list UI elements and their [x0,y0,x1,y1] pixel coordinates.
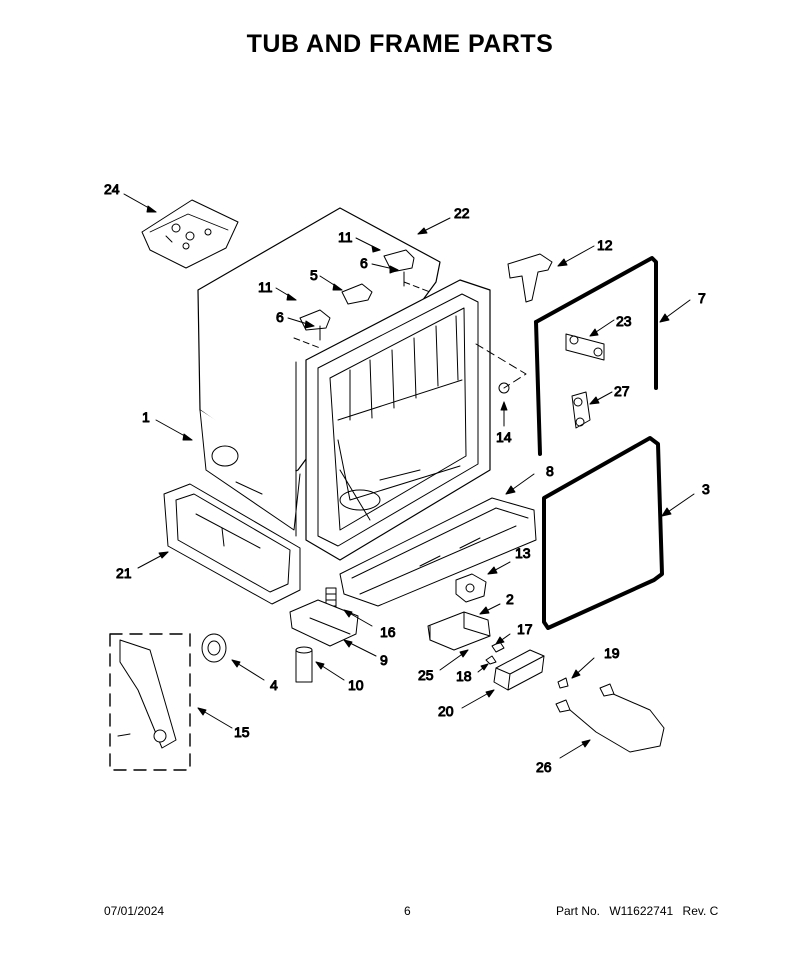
part-number-label: Part No. [556,904,601,918]
callout-9: 9 [380,652,388,668]
callout-19: 19 [604,645,620,661]
part-2-pump-housing [427,611,491,651]
footer-page-number: 6 [404,904,411,918]
part-26-wire-harness [555,683,665,753]
callout-5: 5 [310,267,318,283]
part-24-hardware-bag [141,199,239,269]
callout-3: 3 [702,481,710,497]
part-8-base-assembly [339,497,537,607]
callout-25: 25 [418,667,434,683]
part-20-control-module [493,649,545,691]
callout-12: 12 [597,237,613,253]
dashed-leader-line [293,281,431,349]
callout-27: 27 [614,383,630,399]
part-3-door-seal [542,436,664,630]
callout-23: 23 [616,313,632,329]
part-4-wheel [201,633,227,663]
part-13-valve [455,573,487,603]
callout-6: 6 [360,255,368,271]
callout-11: 11 [258,279,273,295]
part-number-value: W11622741 [609,904,674,918]
part-1-tub-assembly [197,207,491,561]
callout-11: 11 [338,229,353,245]
footer-date: 07/01/2024 [104,904,165,918]
callout-7: 7 [698,290,706,306]
part-19-screw [557,677,569,689]
parts-17-18-screws [485,641,505,665]
callout-26: 26 [536,759,552,775]
footer-part-number: Part No. W11622741 Rev. C [556,904,718,918]
part-27-roller-assembly [571,391,591,429]
callout-6: 6 [276,309,284,325]
callout-21: 21 [116,565,132,581]
part-10-tube [295,646,313,683]
revision-label: Rev. C [682,904,719,918]
part-21-base-frame [163,483,301,605]
callout-10: 10 [348,677,364,693]
callout-16: 16 [380,624,396,640]
callout-15: 15 [234,724,250,740]
callout-24: 24 [104,181,120,197]
part-23-hinge-assembly [565,333,605,361]
callout-14: 14 [496,429,512,445]
leader-arrows [123,193,695,759]
callout-2: 2 [506,591,514,607]
part-12-door-bracket [507,253,553,303]
callout-1: 1 [142,409,150,425]
callout-18: 18 [456,668,472,684]
page-title: TUB AND FRAME PARTS [246,30,554,58]
callout-labels: 24 22 11 6 5 11 6 12 7 23 27 1 14 8 3 21… [104,181,711,776]
dashed-leader-line [475,343,527,389]
callout-4: 4 [270,677,278,693]
callout-8: 8 [546,463,554,479]
callout-13: 13 [515,545,531,561]
callout-22: 22 [454,205,470,221]
callout-17: 17 [517,621,533,637]
part-7-tub-gasket [534,256,658,456]
part-15-door-link-assembly [109,633,191,771]
callout-20: 20 [438,703,454,719]
part-9-sump-cover [289,599,359,647]
